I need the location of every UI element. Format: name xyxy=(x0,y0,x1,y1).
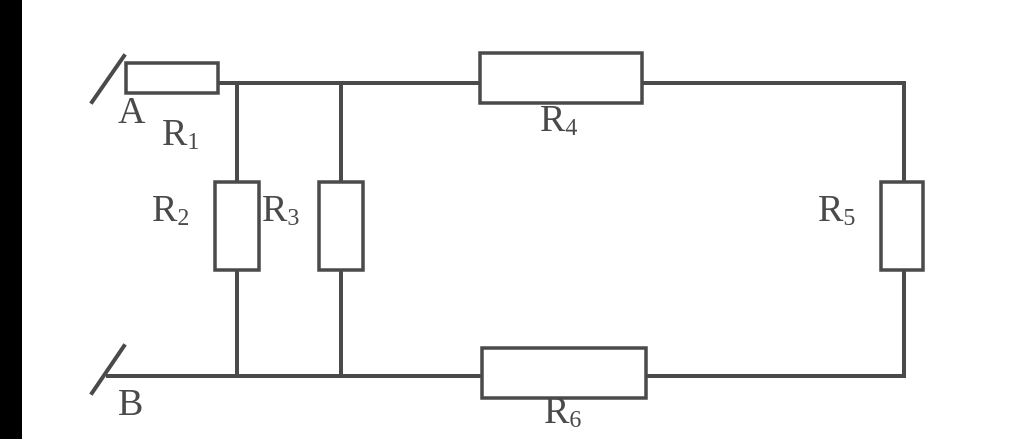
resistor-r1 xyxy=(124,61,220,95)
terminal-a-label: A xyxy=(118,90,146,132)
resistor-r6 xyxy=(480,346,648,400)
left-edge-bar xyxy=(0,0,22,439)
resistor-r3 xyxy=(317,180,365,272)
resistor-r2 xyxy=(213,180,261,272)
terminal-a-marker xyxy=(89,53,127,105)
label-r2: R2 xyxy=(152,188,190,231)
label-r5: R5 xyxy=(818,188,856,231)
terminal-b-marker xyxy=(89,343,127,396)
terminal-b-label: B xyxy=(118,382,144,424)
label-r1: R1 xyxy=(162,112,200,155)
resistor-r5 xyxy=(879,180,925,272)
resistor-r4 xyxy=(478,51,644,105)
label-r3: R3 xyxy=(262,188,300,231)
label-r4: R4 xyxy=(540,98,578,141)
label-r6: R6 xyxy=(544,390,582,433)
